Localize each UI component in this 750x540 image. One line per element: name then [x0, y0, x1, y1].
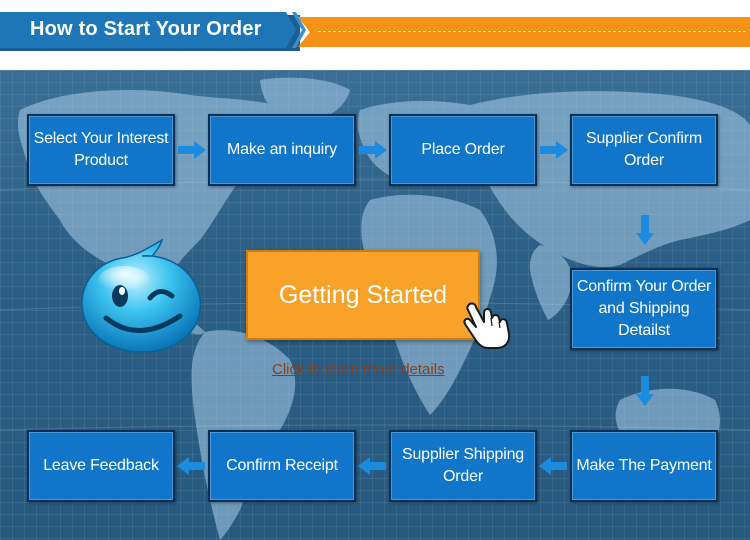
step-place-order: Place Order — [389, 114, 537, 186]
page-title: How to Start Your Order — [30, 18, 262, 40]
getting-started-button[interactable]: Getting Started — [246, 250, 480, 340]
learn-more-link[interactable]: Click to learn more details — [272, 361, 445, 378]
hand-cursor-icon — [463, 302, 511, 349]
step-label: Leave Feedback — [43, 457, 159, 474]
step-select-product: Select Your Interest Product — [27, 114, 175, 186]
arrow-right-icon — [540, 141, 568, 159]
step-label: Supplier Shipping Order — [401, 446, 525, 485]
step-label: Make The Payment — [576, 457, 712, 474]
header-banner: How to Start Your Order — [0, 0, 750, 70]
arrow-right-icon — [178, 141, 206, 159]
header-accent-bar — [298, 17, 750, 47]
arrow-left-icon — [177, 457, 205, 475]
step-label: Supplier Confirm Order — [586, 130, 702, 169]
step-label: Confirm Your Order and Shipping Detailst — [576, 278, 712, 339]
step-label: Select Your Interest Product — [33, 130, 169, 169]
smiley-wink-icon — [81, 238, 202, 353]
getting-started-label: Getting Started — [278, 280, 448, 309]
step-supplier-shipping: Supplier Shipping Order — [389, 430, 537, 502]
header-title-bar — [0, 12, 296, 48]
step-make-inquiry: Make an inquiry — [208, 114, 356, 186]
header-dashed-line — [318, 31, 746, 32]
arrow-left-icon — [539, 457, 567, 475]
step-label: Place Order — [421, 141, 505, 158]
step-make-payment: Make The Payment — [570, 430, 718, 502]
arrow-down-icon — [636, 215, 654, 245]
step-leave-feedback: Leave Feedback — [27, 430, 175, 502]
step-label: Confirm Receipt — [226, 457, 338, 474]
step-confirm-shipping: Confirm Your Order and Shipping Detailst — [570, 268, 718, 350]
step-supplier-confirm: Supplier Confirm Order — [570, 114, 718, 186]
arrow-left-icon — [358, 457, 386, 475]
arrow-right-icon — [359, 141, 387, 159]
arrow-down-icon — [636, 376, 654, 406]
step-label: Make an inquiry — [227, 141, 337, 158]
step-confirm-receipt: Confirm Receipt — [208, 430, 356, 502]
